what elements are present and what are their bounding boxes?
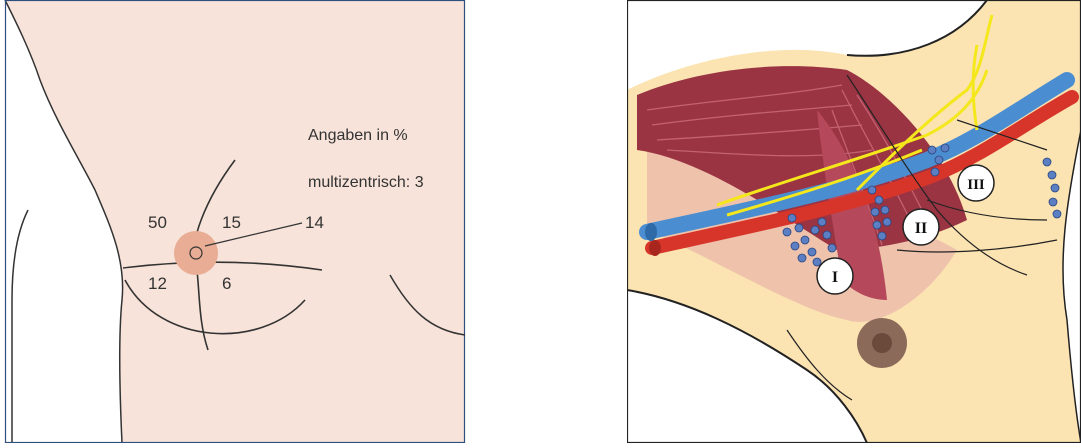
axilla-illustration: I II III [627, 0, 1081, 443]
legend-multicentric-note: multizentrisch: 3 [308, 174, 424, 191]
level-label-1: I [817, 258, 853, 294]
level-label-3: III [958, 165, 994, 201]
artery-cut-end [649, 240, 661, 256]
svg-text:III: III [967, 177, 985, 193]
value-lower-outer: 12 [148, 274, 167, 293]
svg-text:II: II [915, 220, 927, 237]
level-label-2: II [903, 209, 939, 245]
vein-cut-end [645, 223, 657, 241]
value-lower-inner: 6 [222, 274, 231, 293]
legend-unit-note: Angaben in % [308, 127, 408, 144]
value-upper-inner: 15 [222, 213, 241, 232]
svg-text:I: I [832, 269, 838, 286]
quadrant-diagram-panel: 50 15 14 12 6 Angaben in % multizentrisc… [0, 0, 470, 443]
value-upper-outer: 50 [148, 213, 167, 232]
areola [174, 231, 218, 275]
value-central: 14 [305, 213, 324, 232]
axilla-levels-panel: I II III [627, 0, 1081, 443]
nipple [872, 333, 892, 353]
quadrant-diagram: 50 15 14 12 6 Angaben in % multizentrisc… [0, 0, 470, 443]
